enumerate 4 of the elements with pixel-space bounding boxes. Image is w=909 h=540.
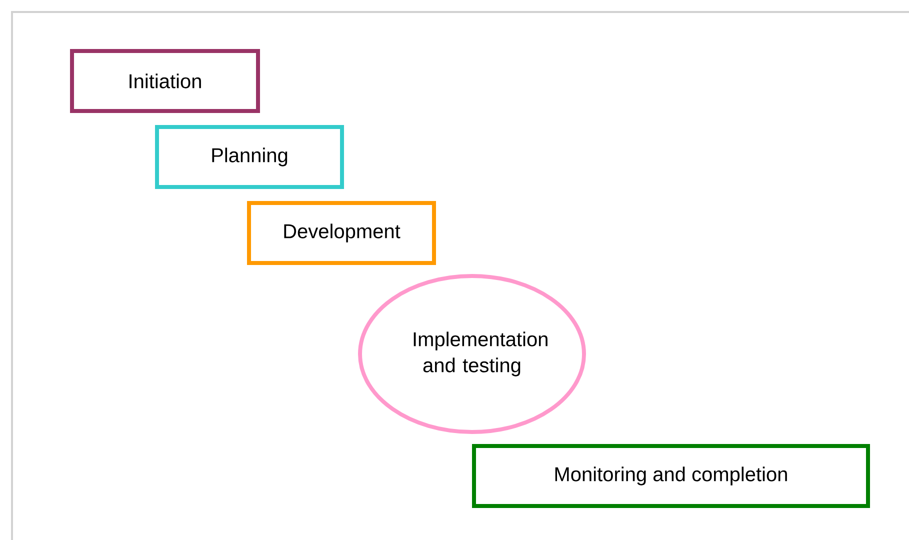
process-box: Monitoring and completion: [472, 444, 870, 508]
process-box: Planning: [155, 125, 344, 189]
process-box: Development: [247, 201, 436, 265]
process-box: Initiation: [70, 49, 260, 113]
